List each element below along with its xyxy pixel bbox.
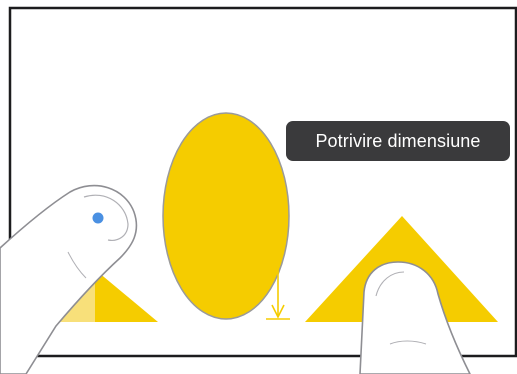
left-finger-gesture (0, 186, 136, 374)
touch-dot-icon (93, 213, 104, 224)
ellipse-shape[interactable] (163, 113, 289, 319)
tooltip-label: Potrivire dimensiune (315, 131, 480, 152)
size-match-tooltip: Potrivire dimensiune (286, 121, 510, 161)
